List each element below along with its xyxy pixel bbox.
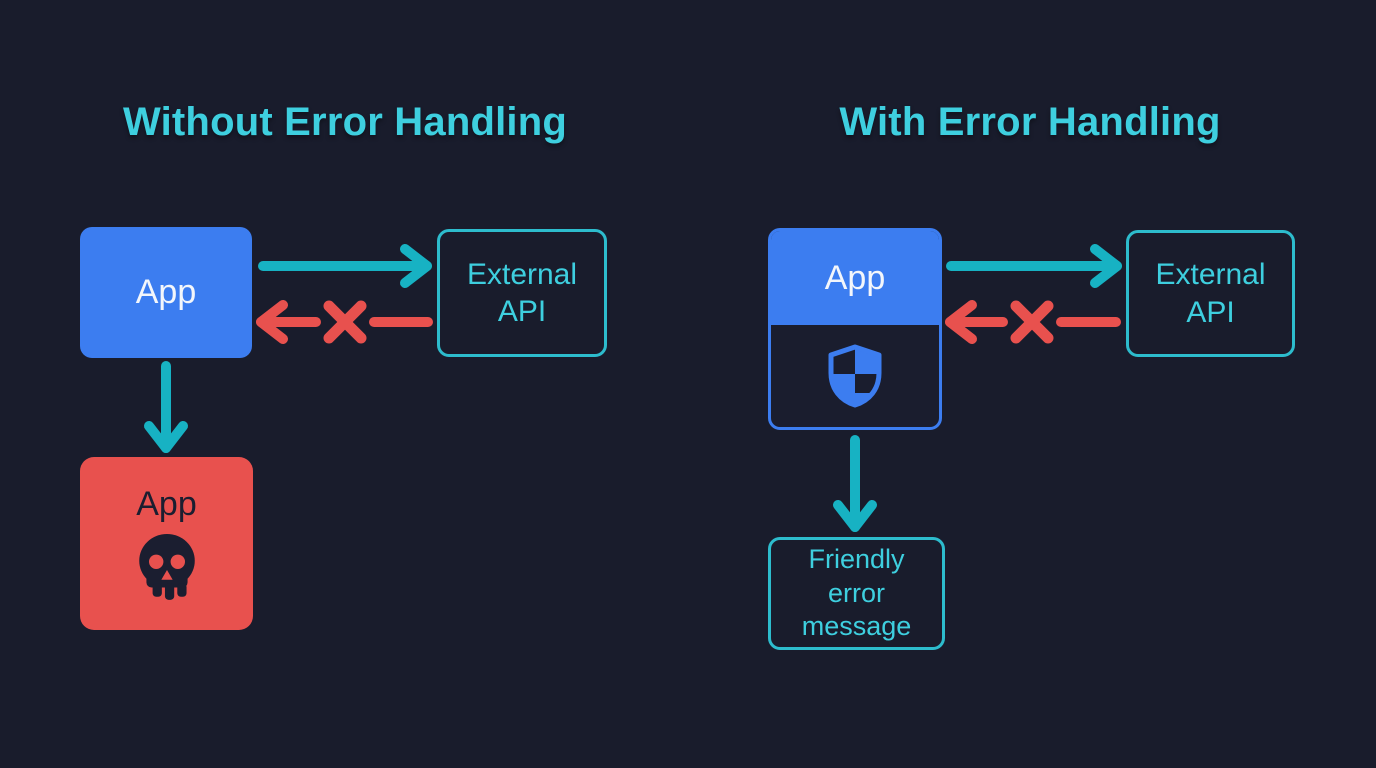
right-app-node: App [768,228,942,430]
right-app-header: App [771,231,939,325]
left-external-api-node: External API [437,229,607,357]
shield-icon [826,344,884,408]
right-external-api-node: External API [1126,230,1295,357]
right-section-title: With Error Handling [839,100,1221,144]
left-app-label: App [135,273,197,311]
right-app-handler-section [771,325,939,427]
right-request-arrow [946,244,1122,288]
right-error-arrow [945,300,1121,344]
left-crash-arrow [144,361,188,453]
left-error-x-icon [323,300,367,344]
left-request-arrow [258,244,432,288]
left-app-node: App [80,227,252,358]
left-section-title: Without Error Handling [123,100,567,144]
left-error-arrow [256,300,433,344]
left-crashed-app-node: App [80,457,253,630]
right-app-label: App [824,258,886,297]
right-error-x-icon [1010,300,1054,344]
right-external-api-label: External API [1155,258,1266,329]
left-crashed-app-label: App [136,485,197,523]
friendly-error-label: Friendly error message [801,543,912,642]
skull-icon [138,534,196,606]
left-external-api-label: External API [466,257,578,329]
right-handled-arrow [833,435,877,532]
friendly-error-node: Friendly error message [768,537,945,650]
